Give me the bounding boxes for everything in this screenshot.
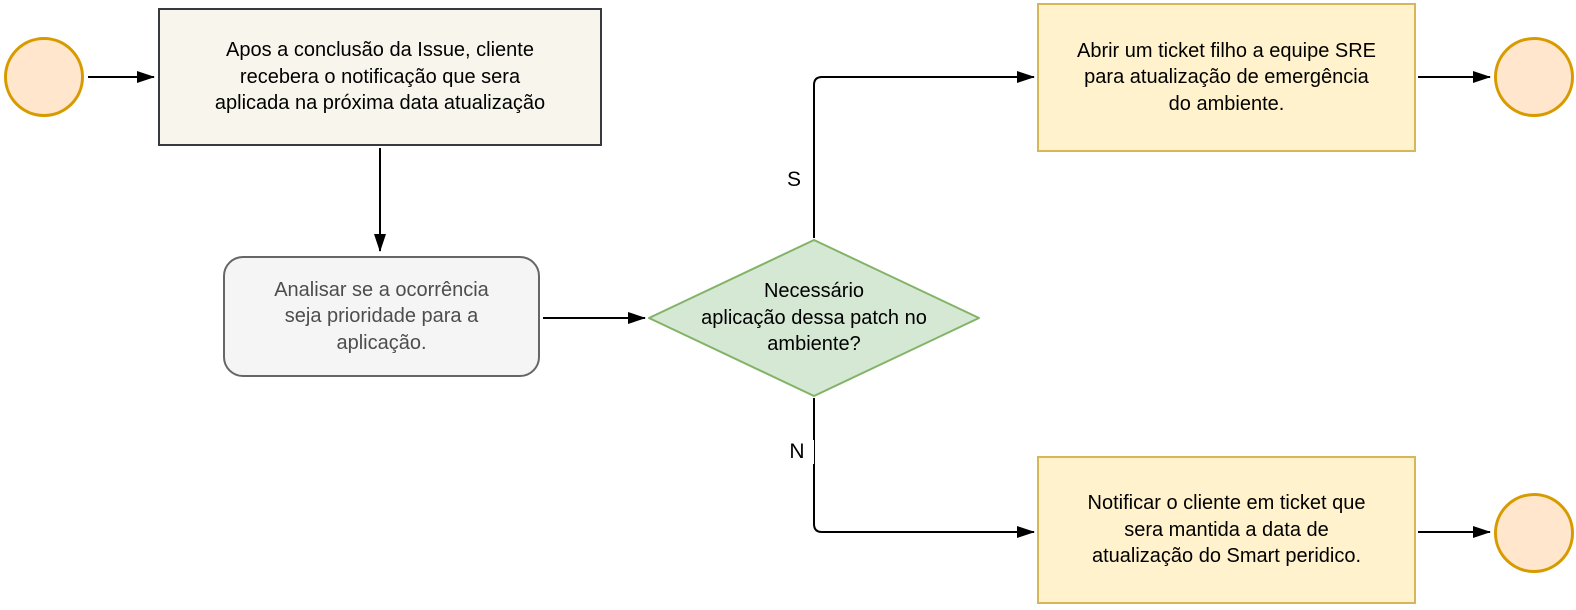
decision-node: Necessário aplicação dessa patch no ambi… bbox=[663, 262, 965, 374]
notify-client-label: Notificar o cliente em ticket que sera m… bbox=[1087, 492, 1366, 568]
notify-issue-node: Apos a conclusão da Issue, cliente receb… bbox=[158, 8, 602, 146]
analyze-label: Analisar se a ocorrência seja prioridade… bbox=[274, 278, 489, 354]
open-ticket-label: Abrir um ticket filho a equipe SRE para … bbox=[1076, 39, 1377, 115]
decision-no-edge-label: N bbox=[780, 440, 814, 464]
decision-diamond-shape bbox=[648, 239, 980, 397]
decision-yes-edge-label: S bbox=[777, 168, 811, 192]
open-ticket-node: Abrir um ticket filho a equipe SRE para … bbox=[1037, 3, 1416, 152]
notify-client-node: Notificar o cliente em ticket que sera m… bbox=[1037, 456, 1416, 604]
edge-decision-no bbox=[813, 398, 1035, 538]
notify-issue-label: Apos a conclusão da Issue, cliente receb… bbox=[214, 39, 546, 115]
start-node bbox=[4, 37, 84, 117]
analyze-node: Analisar se a ocorrência seja prioridade… bbox=[223, 256, 540, 377]
decision-label: Necessário aplicação dessa patch no ambi… bbox=[701, 280, 927, 356]
edge-decision-yes bbox=[813, 71, 1035, 238]
end-node-top bbox=[1494, 37, 1574, 117]
end-node-bottom bbox=[1494, 493, 1574, 573]
